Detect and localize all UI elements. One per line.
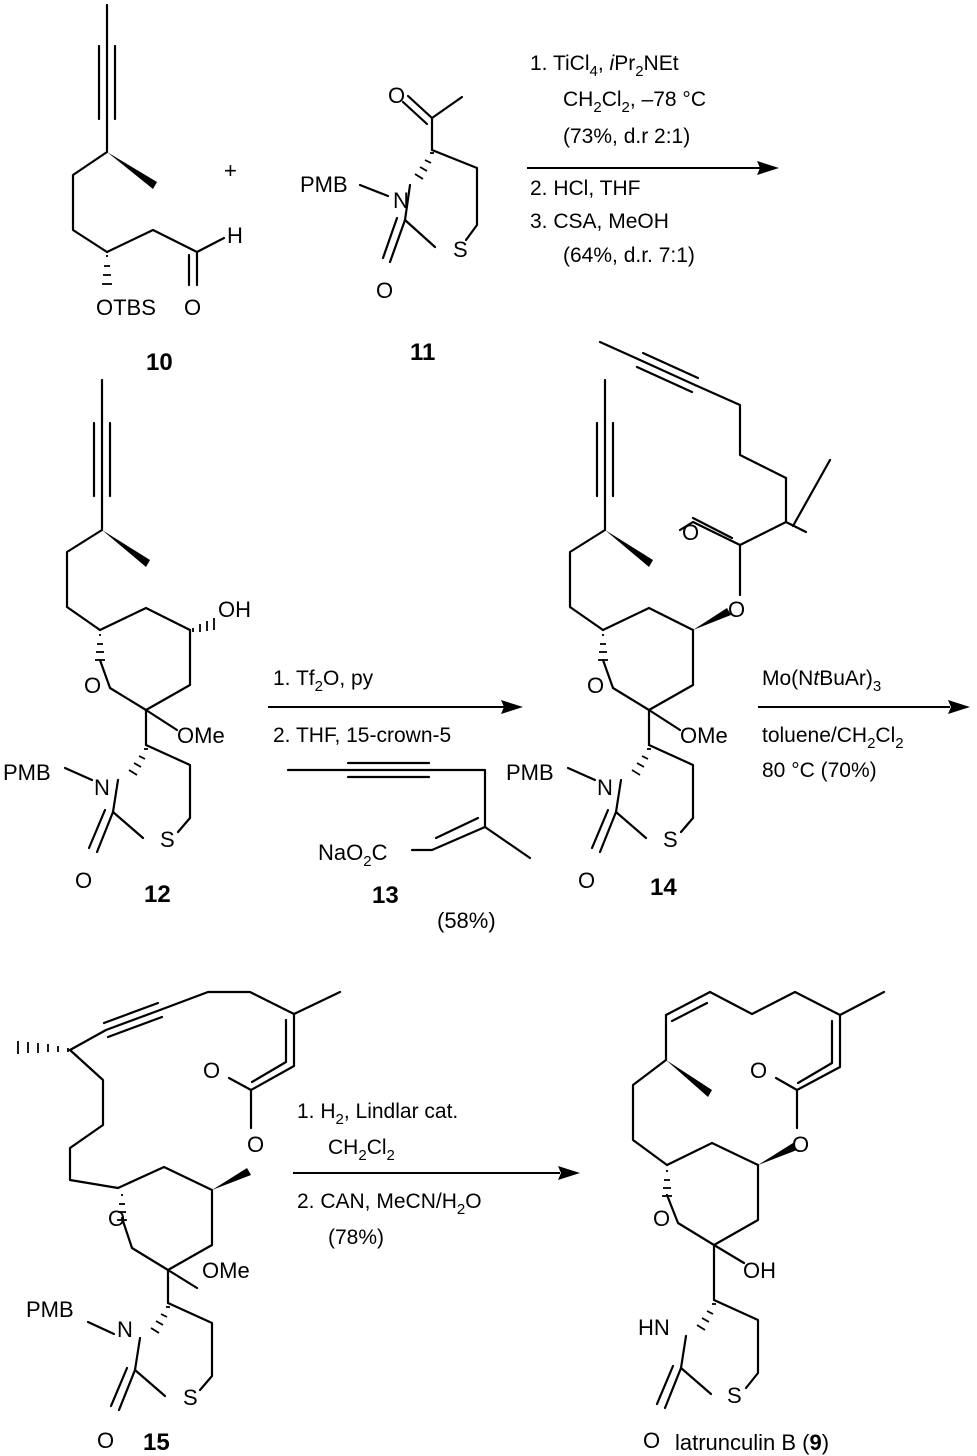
- s-atom: S: [160, 827, 175, 852]
- compound-13: NaO2C 13 (58%): [286, 761, 532, 933]
- arrow-step-4: 1. H2, Lindlar cat. CH2Cl2 2. CAN, MeCN/…: [293, 1100, 580, 1249]
- oh-group: OH: [743, 1258, 776, 1283]
- compound-label-12: 12: [144, 881, 171, 908]
- urea-o: O: [75, 868, 92, 893]
- compound-15: O O O OMe PMB N S O 15: [17, 990, 342, 1456]
- pmb-group: PMB: [300, 172, 348, 197]
- s-atom: S: [663, 827, 678, 852]
- compound-11: O PMB N S O 11: [300, 83, 479, 366]
- pmb-group: PMB: [3, 760, 51, 785]
- ring-o: O: [84, 673, 101, 698]
- aldehyde-o: O: [184, 295, 201, 320]
- hn-group: HN: [638, 1315, 670, 1340]
- compound-12: OH O OMe PMB N S O 12: [3, 378, 251, 908]
- urea-o: O: [376, 278, 393, 303]
- compound-label-13: 13: [372, 882, 399, 909]
- urea-o: O: [578, 868, 595, 893]
- ring-o: O: [587, 673, 604, 698]
- ome-group: OMe: [680, 723, 728, 748]
- step3-cond-line1: Mo(NtBuAr)3: [762, 667, 881, 695]
- step1-cond-line1: 1. TiCl4, iPr2NEt: [530, 52, 679, 80]
- ester-o: O: [728, 597, 745, 622]
- urea-o: O: [97, 1428, 114, 1453]
- carbonyl-o: O: [682, 520, 699, 545]
- step1-cond-line5: 3. CSA, MeOH: [530, 210, 669, 233]
- ome-group: OMe: [177, 723, 225, 748]
- step2-cond-line1: 1. Tf2O, py: [273, 667, 374, 695]
- ring-o: O: [108, 1206, 125, 1231]
- carbonyl-o: O: [388, 83, 405, 108]
- ring-o: O: [653, 1206, 670, 1231]
- carbonyl-o: O: [203, 1058, 220, 1083]
- ome-group: OMe: [202, 1258, 250, 1283]
- n-atom: N: [94, 775, 110, 800]
- urea-o: O: [643, 1428, 660, 1453]
- s-atom: S: [453, 237, 468, 262]
- compound-label-11: 11: [410, 339, 435, 366]
- step3-cond-line2: toluene/CH2Cl2: [762, 724, 904, 752]
- pmb-group: PMB: [26, 1297, 74, 1322]
- s-atom: S: [183, 1385, 198, 1410]
- latrunculin-b-name: latrunculin B (9): [675, 1430, 829, 1455]
- pmb-group: PMB: [506, 760, 554, 785]
- plus-sign: +: [224, 158, 237, 183]
- step1-cond-line2: CH2Cl2, –78 °C: [563, 88, 706, 116]
- step2-cond-line2: 2. THF, 15-crown-5: [273, 724, 451, 747]
- sodium-carboxylate: NaO2C: [318, 840, 388, 870]
- step4-cond-line3: 2. CAN, MeCN/H2O: [297, 1190, 482, 1218]
- step1-cond-line3: (73%, d.r 2:1): [563, 125, 690, 148]
- step4-cond-line1: 1. H2, Lindlar cat.: [297, 1100, 458, 1128]
- step4-cond-line2: CH2Cl2: [328, 1136, 395, 1164]
- ester-o: O: [792, 1132, 809, 1157]
- compound-label-15: 15: [143, 1429, 170, 1456]
- n-atom: N: [393, 188, 409, 213]
- step2-yield: (58%): [437, 908, 496, 933]
- compound-14: O O O OMe PMB N S O 14: [506, 340, 832, 901]
- step1-cond-line4: 2. HCl, THF: [530, 177, 640, 200]
- compound-label-14: 14: [650, 874, 677, 901]
- h-atom: H: [227, 223, 243, 248]
- ester-o: O: [247, 1132, 264, 1157]
- compound-label-10: 10: [146, 349, 173, 376]
- step1-cond-line6: (64%, d.r. 7:1): [563, 244, 695, 267]
- compound-9-latrunculin-b: O O O OH HN S O latrunculin B (9): [631, 990, 886, 1455]
- step3-cond-line3: 80 °C (70%): [762, 759, 877, 782]
- n-atom: N: [117, 1317, 133, 1342]
- oh-group: OH: [218, 597, 251, 622]
- s-atom: S: [727, 1383, 742, 1408]
- arrow-step-1: 1. TiCl4, iPr2NEt CH2Cl2, –78 °C (73%, d…: [527, 52, 779, 267]
- step4-cond-line4: (78%): [328, 1226, 384, 1249]
- arrow-step-2: 1. Tf2O, py 2. THF, 15-crown-5: [268, 667, 523, 747]
- n-atom: N: [597, 775, 613, 800]
- compound-10: H OTBS O 10: [71, 3, 243, 376]
- otbs-group: OTBS: [96, 295, 156, 320]
- arrow-step-3: Mo(NtBuAr)3 toluene/CH2Cl2 80 °C (70%): [758, 667, 970, 782]
- carbonyl-o: O: [750, 1058, 767, 1083]
